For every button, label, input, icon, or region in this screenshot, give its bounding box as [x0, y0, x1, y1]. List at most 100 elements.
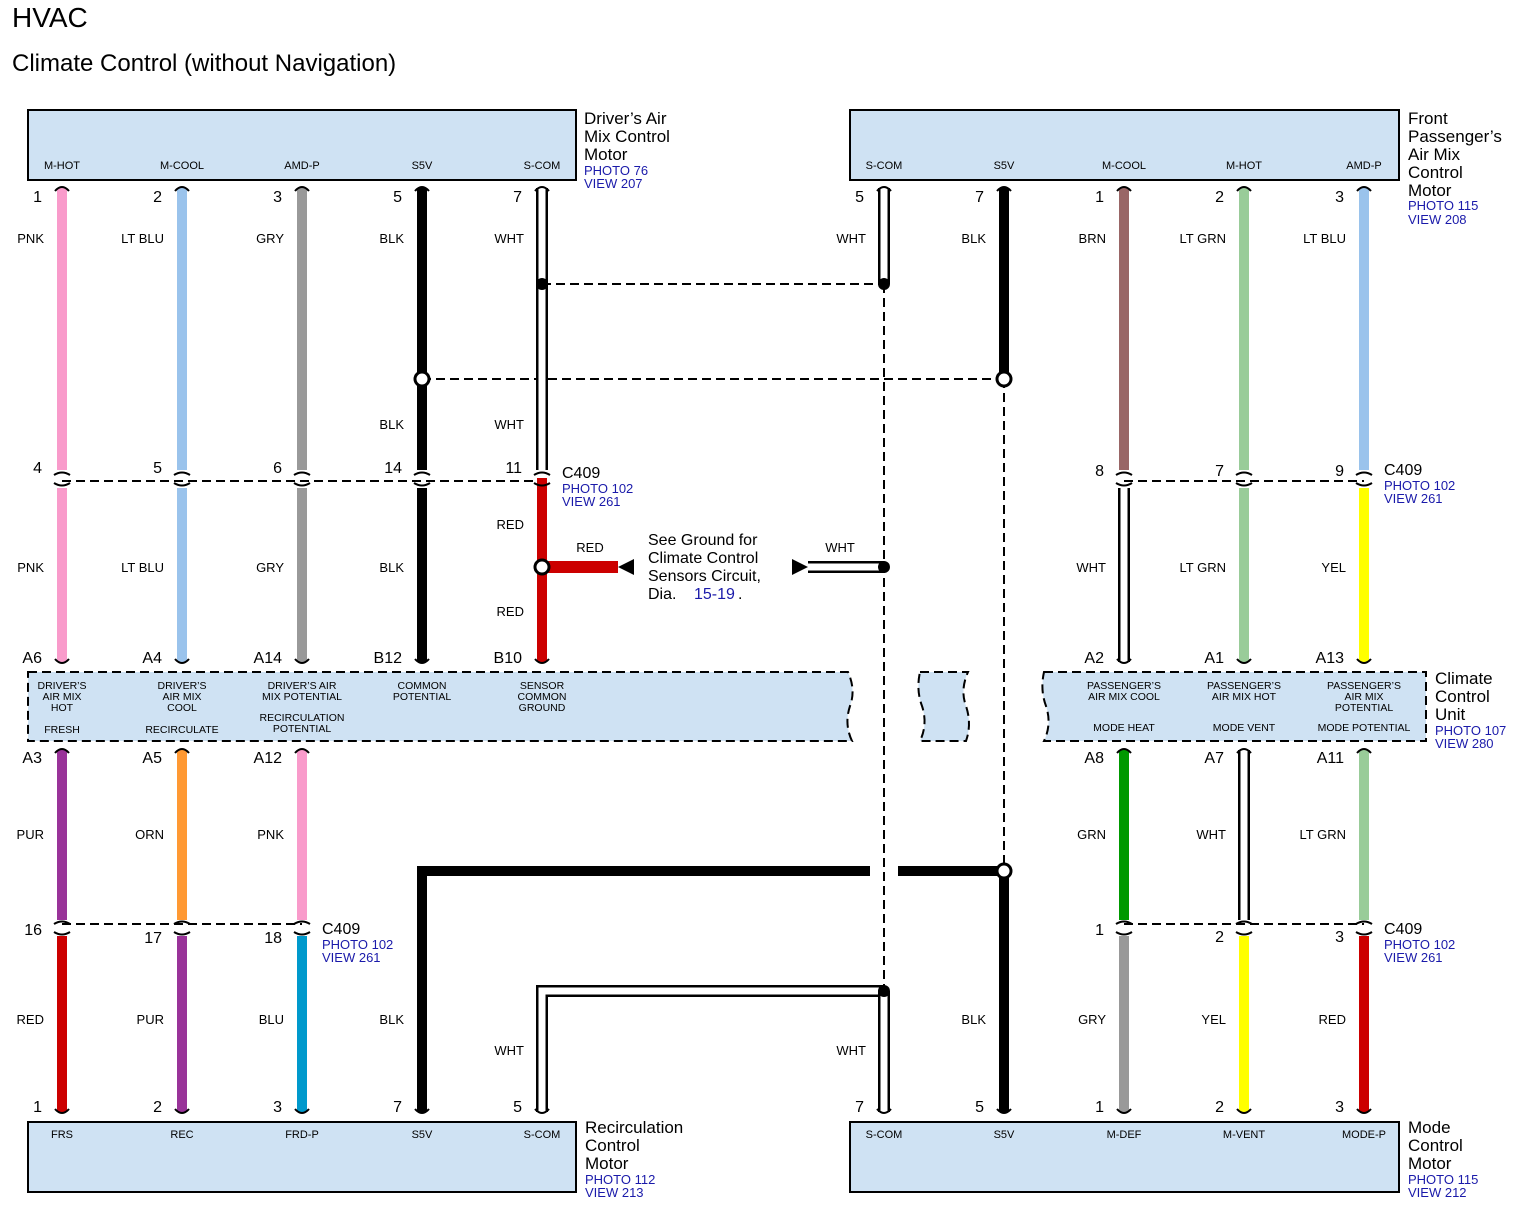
pin-number: 2 — [1215, 929, 1224, 946]
wire-color-label: GRY — [256, 560, 284, 575]
terminal-mark — [294, 748, 310, 754]
terminal-mark — [174, 186, 190, 192]
terminal-mark — [1356, 186, 1372, 192]
view-ref: VIEW 213 — [585, 1185, 644, 1200]
wire-color-label: WHT — [836, 231, 866, 246]
driver-motor-box — [27, 109, 577, 181]
terminal-label: M-COOL — [1102, 160, 1146, 172]
connector-break — [533, 482, 551, 487]
wire-color-label: RED — [576, 540, 603, 555]
connector-break — [1355, 471, 1373, 476]
terminal-mark — [996, 186, 1012, 192]
terminal-label: S5V — [994, 160, 1015, 172]
connector-break — [173, 920, 191, 925]
wire-color-label: BLK — [961, 1012, 986, 1027]
connector-break — [53, 920, 71, 925]
page-title: HVAC — [12, 2, 88, 33]
pin-number: 4 — [33, 460, 42, 477]
wire-color-label: LT GRN — [1180, 231, 1226, 246]
wire-color-label: WHT — [494, 417, 524, 432]
unit-function-label: GROUND — [519, 702, 566, 714]
component-name: Control — [1408, 163, 1463, 182]
connector-break — [533, 471, 551, 476]
terminal-mark — [414, 186, 430, 192]
wire-color-label: LT BLU — [121, 560, 164, 575]
wire-color-label: BLK — [961, 231, 986, 246]
pin-number: 5 — [153, 460, 162, 477]
terminal-label: M-HOT — [44, 160, 80, 172]
unit-function-label: MIX POTENTIAL — [262, 691, 342, 703]
photo-ref: PHOTO 115 — [1408, 198, 1478, 213]
connector-break — [1235, 920, 1253, 925]
unit-pin-number: A8 — [1084, 750, 1104, 767]
wire-color-label: LT BLU — [1303, 231, 1346, 246]
wire-color-label: PUR — [137, 1012, 164, 1027]
pin-number: 7 — [855, 1099, 864, 1116]
unit-function-label: POTENTIAL — [393, 691, 452, 703]
terminal-label: S5V — [412, 160, 433, 172]
connector-name: C409 — [1384, 921, 1422, 938]
wire-color-label: BLK — [379, 417, 404, 432]
connector-break — [1355, 920, 1373, 925]
pin-number: 5 — [855, 189, 864, 206]
cross-reference-link: 15-19 — [694, 586, 735, 603]
terminal-label: REC — [170, 1129, 193, 1141]
splice-point — [995, 862, 1013, 880]
photo-ref: PHOTO 102 — [322, 937, 393, 952]
climate-unit-box-gap — [917, 671, 970, 742]
wire-wht-scom-recirc-core — [538, 987, 884, 1112]
terminal-mark — [1116, 748, 1132, 754]
terminal-mark — [54, 748, 70, 754]
terminal-label: AMD-P — [284, 160, 319, 172]
terminal-mark — [876, 1108, 892, 1114]
pin-number: 11 — [505, 460, 522, 477]
terminal-mark — [1236, 1108, 1252, 1114]
wire-color-label: RED — [497, 604, 524, 619]
connector-break — [293, 931, 311, 936]
view-ref: VIEW 208 — [1408, 212, 1467, 227]
terminal-mark — [1116, 186, 1132, 192]
wire-color-label: PNK — [17, 231, 44, 246]
splice-dot — [536, 278, 548, 290]
wire-color-label: BRN — [1079, 231, 1106, 246]
splice-dot — [878, 561, 890, 573]
photo-ref: PHOTO 102 — [1384, 478, 1455, 493]
unit-pin-number: B10 — [494, 650, 523, 667]
photo-ref: PHOTO 115 — [1408, 1172, 1478, 1187]
connector-name: C409 — [322, 921, 360, 938]
terminal-mark — [174, 1108, 190, 1114]
component-name: Recirculation — [585, 1118, 683, 1137]
connector-break — [173, 471, 191, 476]
wire-color-label: RED — [17, 1012, 44, 1027]
unit-function-label: PASSENGER’S — [1207, 680, 1281, 692]
pin-number: 8 — [1095, 463, 1104, 480]
pin-number: 7 — [393, 1099, 402, 1116]
unit-pin-number: B12 — [374, 650, 403, 667]
wire-color-label: WHT — [494, 231, 524, 246]
wire-color-label: BLK — [379, 1012, 404, 1027]
ground-ref-arrow-right — [792, 559, 808, 575]
terminal-label: FRS — [51, 1129, 73, 1141]
cross-reference-note: See Ground for — [648, 532, 758, 549]
connector-break — [1235, 931, 1253, 936]
connector-break — [173, 482, 191, 487]
component-name: Unit — [1435, 705, 1466, 724]
wire-wht-scom-recirc — [536, 985, 884, 1112]
wire-color-label: LT GRN — [1300, 827, 1346, 842]
splice-point — [995, 370, 1013, 388]
view-ref: VIEW 212 — [1408, 1185, 1467, 1200]
pin-number: 1 — [1095, 189, 1104, 206]
wire-color-label: YEL — [1321, 560, 1346, 575]
wire-color-label: BLK — [379, 231, 404, 246]
splice-point — [533, 558, 551, 576]
pin-number: 3 — [1335, 189, 1344, 206]
unit-function-label: PASSENGER’S — [1087, 680, 1161, 692]
unit-pin-number: A12 — [254, 750, 283, 767]
component-name: Control — [1408, 1136, 1463, 1155]
pin-number: 2 — [153, 189, 162, 206]
terminal-mark — [996, 1108, 1012, 1114]
terminal-mark — [534, 658, 550, 664]
component-name: Motor — [1408, 1154, 1452, 1173]
connector-break — [1235, 482, 1253, 487]
connector-break — [1115, 931, 1133, 936]
